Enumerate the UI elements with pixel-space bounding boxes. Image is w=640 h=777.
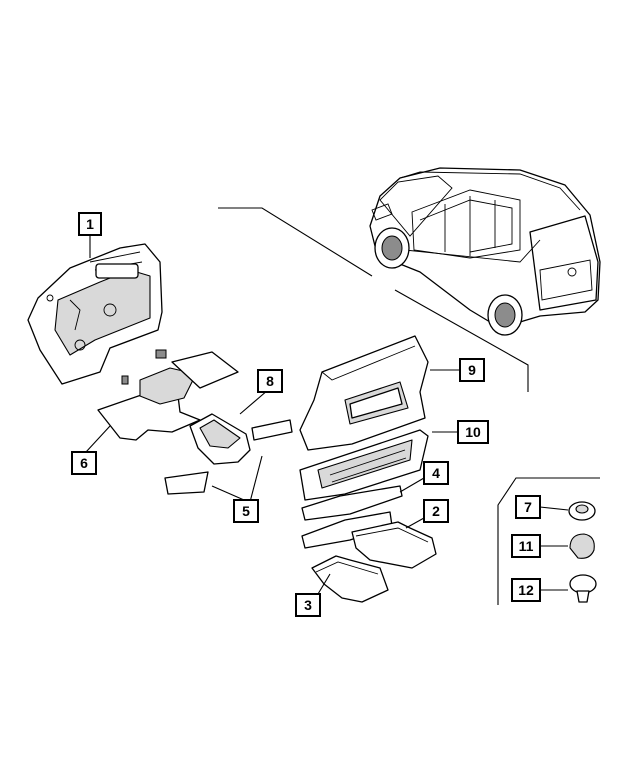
callout-11: 11 xyxy=(511,534,541,558)
callout-label: 4 xyxy=(432,465,440,481)
callout-label: 5 xyxy=(242,503,250,519)
part-10-middle-panel xyxy=(299,429,429,501)
callout-9: 9 xyxy=(459,358,485,382)
leader-5b xyxy=(249,455,263,503)
callout-label: 2 xyxy=(432,503,440,519)
callout-5: 5 xyxy=(233,499,259,523)
part-3-floor-mat xyxy=(311,555,389,603)
leader-6 xyxy=(85,425,111,453)
vehicle-leader-upper xyxy=(218,207,373,277)
callout-label: 10 xyxy=(465,424,481,440)
callout-4: 4 xyxy=(423,461,449,485)
callout-8: 8 xyxy=(257,369,283,393)
leader-2 xyxy=(405,517,425,529)
leader-4 xyxy=(399,477,425,493)
part-7-grommet xyxy=(568,501,596,521)
callout-label: 6 xyxy=(80,455,88,471)
callout-label: 3 xyxy=(304,597,312,613)
callout-label: 12 xyxy=(518,582,534,598)
callout-7: 7 xyxy=(515,495,541,519)
vehicle-illustration xyxy=(369,167,601,336)
callout-12: 12 xyxy=(511,578,541,602)
part-5-tunnel-silencer xyxy=(164,413,251,495)
callout-label: 11 xyxy=(519,538,534,554)
vehicle-leader-lower xyxy=(394,289,529,392)
callout-2: 2 xyxy=(423,499,449,523)
callout-3: 3 xyxy=(295,593,321,617)
callout-1: 1 xyxy=(78,212,102,236)
callout-6: 6 xyxy=(71,451,97,475)
callout-10: 10 xyxy=(457,420,489,444)
leader-5a xyxy=(211,485,245,501)
part-8-pad xyxy=(251,419,293,441)
callout-label: 7 xyxy=(524,499,532,515)
leader-7 xyxy=(539,506,569,511)
leader-3 xyxy=(317,573,331,595)
part-9-upper-panel xyxy=(299,335,429,451)
part-11-cap xyxy=(569,533,595,559)
leader-8 xyxy=(239,389,269,415)
part-4-lower-panel xyxy=(301,485,403,549)
part-12-push-pin xyxy=(569,574,597,603)
callout-label: 8 xyxy=(266,373,274,389)
part-1-dash-silencer xyxy=(27,243,163,385)
part-2-floor-mat xyxy=(351,521,437,569)
hardware-bracket xyxy=(497,477,600,605)
part-6-floor-silencer xyxy=(97,349,239,441)
callout-label: 1 xyxy=(86,216,94,232)
callout-label: 9 xyxy=(468,362,476,378)
